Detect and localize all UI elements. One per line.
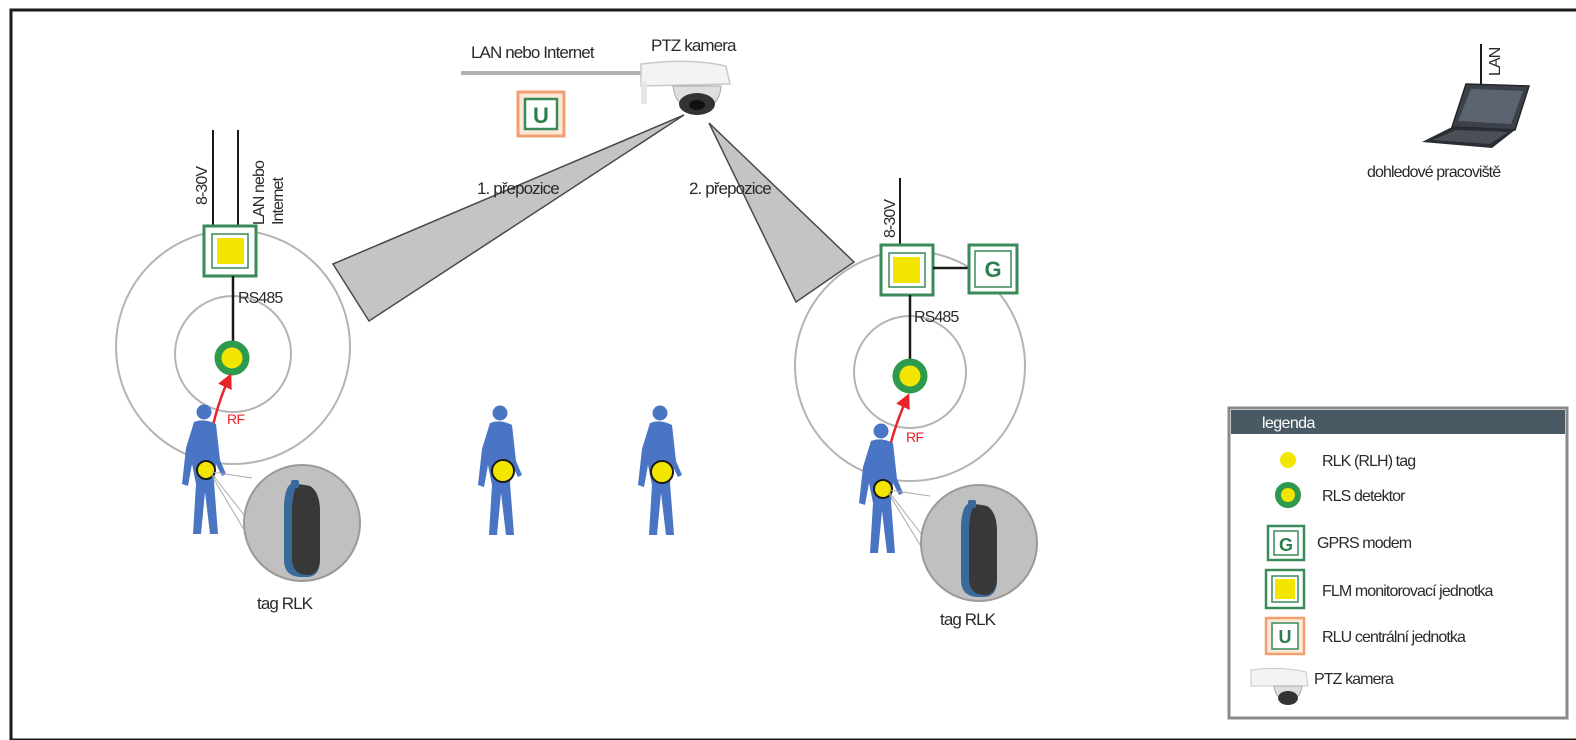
svg-text:U: U [1279,627,1292,647]
tag-zoom-right [888,484,1038,602]
legend-item-flm: FLM monitorovací jednotka [1322,583,1493,600]
legend-gprs-icon: G [1266,524,1306,562]
right-rls-detector [892,358,928,394]
svg-text:G: G [984,257,1001,282]
ptz-camera-icon [640,60,731,115]
left-lan-label-2: Internet [270,176,287,225]
left-zone: 8-30V LAN nebo Internet RS485 RF [115,130,351,465]
tag-middle-2 [650,460,674,484]
legend-item-rlu: RLU centrální jednotka [1322,629,1466,646]
tag-middle-1 [491,459,515,483]
preposition-2-label: 2. přepozice [689,179,771,198]
right-gprs-modem: G [967,243,1019,295]
view-cone-1 [331,114,685,323]
tag-right [873,479,893,499]
left-rf-label: RF [227,411,245,427]
legend-tag-icon [1280,452,1296,468]
left-power-label: 8-30V [194,166,211,205]
legend-ptz-icon [1250,667,1309,705]
person-middle-2 [638,405,682,535]
legend-flm-icon [1264,568,1306,610]
lan-internet-label: LAN nebo Internet [471,43,595,62]
tag-label-right: tag RLK [940,610,997,629]
person-right [859,423,903,553]
legend-item-gprs: GPRS modem [1317,535,1412,552]
legend-item-tag: RLK (RLH) tag [1322,453,1415,470]
legend-item-detector: RLS detektor [1322,488,1406,505]
preposition-1-label: 1. přepozice [477,179,559,198]
person-left [182,404,226,534]
left-rs485-label: RS485 [238,290,283,307]
tag-label-left: tag RLK [257,594,314,613]
rlu-central-unit: U [516,90,566,138]
right-rs485-label: RS485 [914,309,959,326]
legend-title: legenda [1262,415,1315,432]
workstation-label: dohledové pracoviště [1367,164,1501,181]
right-power-label: 8-30V [882,199,899,238]
legend-rlu-icon: U [1264,616,1306,656]
laptop-lan-label: LAN [1487,47,1504,76]
view-cone-2 [708,122,856,304]
laptop-icon: LAN [1422,44,1531,148]
outer-frame [9,8,1576,740]
ptz-camera-label: PTZ kamera [651,36,737,55]
legend-detector-icon [1275,482,1301,508]
legend: legenda RLK (RLH) tag RLS detektor G GPR… [1227,406,1569,720]
tag-left [196,460,216,480]
person-middle-1 [478,405,522,535]
left-rls-detector [214,340,250,376]
right-zone: 8-30V G RS485 RF [794,178,1026,482]
svg-text:U: U [533,103,549,128]
legend-item-ptz: PTZ kamera [1314,671,1394,688]
svg-text:G: G [1279,535,1293,555]
left-lan-label-1: LAN nebo [251,160,268,225]
right-rf-label: RF [906,429,924,445]
tag-zoom-left [211,464,361,582]
